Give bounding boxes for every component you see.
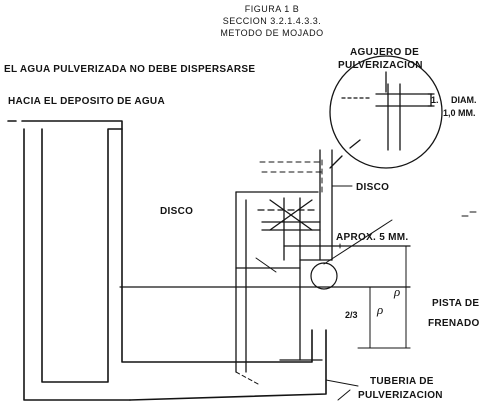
- disc-outline-dashed: [259, 159, 323, 193]
- nozzle-label-line1: AGUJERO DE: [350, 47, 419, 58]
- method-title: METODO DE MOJADO: [220, 28, 323, 38]
- diameter-marker: 1.: [431, 95, 439, 105]
- scan-marks: [461, 211, 477, 217]
- disc-assembly: [235, 149, 411, 373]
- approx-label: APROX. 5 MM.: [336, 232, 409, 243]
- track-label-1: PISTA DE: [432, 298, 479, 309]
- track-label-2: FRENADO: [428, 318, 480, 329]
- to-tank-label: HACIA EL DEPOSITO DE AGUA: [8, 96, 165, 107]
- section-number: SECCION 3.2.1.4.3.3.: [223, 16, 322, 26]
- rho-symbol-right: ρ: [393, 284, 400, 299]
- pipe-label-2: PULVERIZACION: [358, 390, 443, 401]
- disc-label-left: DISCO: [160, 206, 193, 217]
- diameter-label-1: DIAM.: [451, 95, 477, 105]
- brake-track: [119, 262, 411, 290]
- water-pipe: [7, 120, 351, 401]
- dimension-lines: [339, 243, 411, 349]
- figure-title: FIGURA 1 B: [245, 4, 300, 14]
- disc-label-right: DISCO: [356, 182, 389, 193]
- two-thirds-label: 2/3: [345, 310, 358, 320]
- diameter-label-2: 1,0 MM.: [443, 108, 476, 118]
- detail-magnifier: [329, 55, 443, 169]
- pipe-label-1: TUBERIA DE: [370, 376, 434, 387]
- spray-note: EL AGUA PULVERIZADA NO DEBE DISPERSARSE: [4, 64, 255, 75]
- nozzle-label-line2: PULVERIZACION: [338, 60, 423, 71]
- rho-symbol-left: ρ: [376, 302, 383, 317]
- leader-lines: [235, 185, 393, 387]
